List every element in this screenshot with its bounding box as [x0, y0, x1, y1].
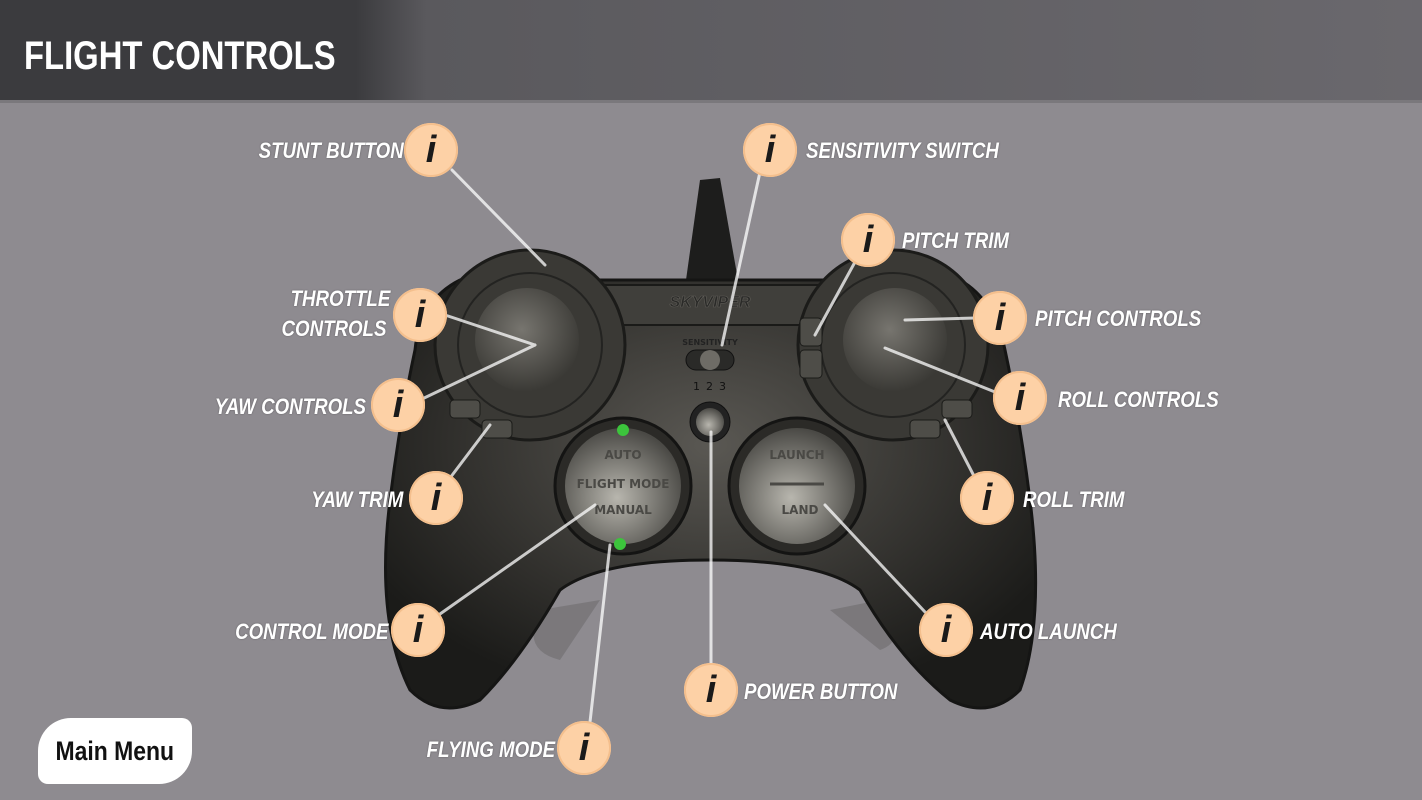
yaw-trim-label: YAW TRIM — [310, 487, 403, 512]
manual-led — [614, 538, 626, 550]
control-mode-info[interactable]: i — [391, 603, 445, 657]
info-icon: i — [940, 608, 952, 651]
svg-text:LAUNCH: LAUNCH — [769, 448, 824, 462]
sensitivity-switch-info[interactable]: i — [743, 123, 797, 177]
roll-controls-label: ROLL CONTROLS — [1058, 387, 1219, 412]
info-icon: i — [705, 668, 717, 711]
control-mode-label: CONTROL MODE — [234, 619, 388, 644]
auto-led — [617, 424, 629, 436]
svg-text:AUTO: AUTO — [604, 448, 641, 462]
flying-mode-info[interactable]: i — [557, 721, 611, 775]
main-menu-label: Main Menu — [55, 735, 175, 766]
power-button-info[interactable]: i — [684, 663, 738, 717]
header-bar: FLIGHT CONTROLS — [0, 0, 1422, 103]
yaw-controls-info[interactable]: i — [371, 378, 425, 432]
info-icon: i — [981, 476, 993, 519]
svg-text:SENSITIVITY: SENSITIVITY — [682, 338, 738, 347]
info-icon: i — [764, 128, 776, 171]
info-icon: i — [414, 293, 426, 336]
flying-mode-label: FLYING MODE — [426, 737, 555, 762]
svg-text:LAND: LAND — [782, 503, 819, 517]
info-icon: i — [862, 218, 874, 261]
info-icon: i — [994, 296, 1006, 339]
left-stick — [475, 288, 579, 392]
svg-text:SKYVIPER: SKYVIPER — [670, 294, 751, 311]
info-icon: i — [1014, 376, 1026, 419]
pitch-trim-label: PITCH TRIM — [902, 228, 1010, 253]
throttle-controls-label-line2: CONTROLS — [281, 316, 386, 341]
svg-text:FLIGHT MODE: FLIGHT MODE — [577, 477, 670, 491]
auto-launch-label: AUTO LAUNCH — [980, 619, 1117, 644]
roll-controls-info[interactable]: i — [993, 371, 1047, 425]
info-icon: i — [412, 608, 424, 651]
main-menu-button[interactable]: Main Menu — [38, 718, 192, 784]
yaw-controls-label: YAW CONTROLS — [214, 394, 366, 419]
pitch-controls-info[interactable]: i — [973, 291, 1027, 345]
sensitivity-switch-knob — [700, 350, 720, 370]
pitch-controls-label: PITCH CONTROLS — [1035, 306, 1202, 331]
sensitivity-switch-label: SENSITIVITY SWITCH — [806, 138, 999, 163]
svg-text:1: 1 — [693, 380, 700, 393]
svg-text:2: 2 — [706, 380, 713, 393]
stunt-button-info[interactable]: i — [404, 123, 458, 177]
info-icon: i — [430, 476, 442, 519]
info-icon: i — [425, 128, 437, 171]
svg-text:MANUAL: MANUAL — [594, 503, 652, 517]
svg-text:3: 3 — [719, 380, 726, 393]
throttle-controls-label-line1: THROTTLE — [290, 286, 390, 311]
antenna — [686, 178, 738, 280]
right-stick — [843, 288, 947, 392]
auto-launch-info[interactable]: i — [919, 603, 973, 657]
yaw-trim-info[interactable]: i — [409, 471, 463, 525]
page-title: FLIGHT CONTROLS — [24, 34, 336, 78]
power-button-label: POWER BUTTON — [744, 679, 898, 704]
power-button-graphic — [696, 408, 724, 436]
info-icon: i — [578, 726, 590, 769]
roll-trim-label: ROLL TRIM — [1023, 487, 1125, 512]
pitch-trim-info[interactable]: i — [841, 213, 895, 267]
stunt-button-label: STUNT BUTTON — [258, 138, 404, 163]
info-icon: i — [392, 383, 404, 426]
throttle-controls-info[interactable]: i — [393, 288, 447, 342]
roll-trim-info[interactable]: i — [960, 471, 1014, 525]
